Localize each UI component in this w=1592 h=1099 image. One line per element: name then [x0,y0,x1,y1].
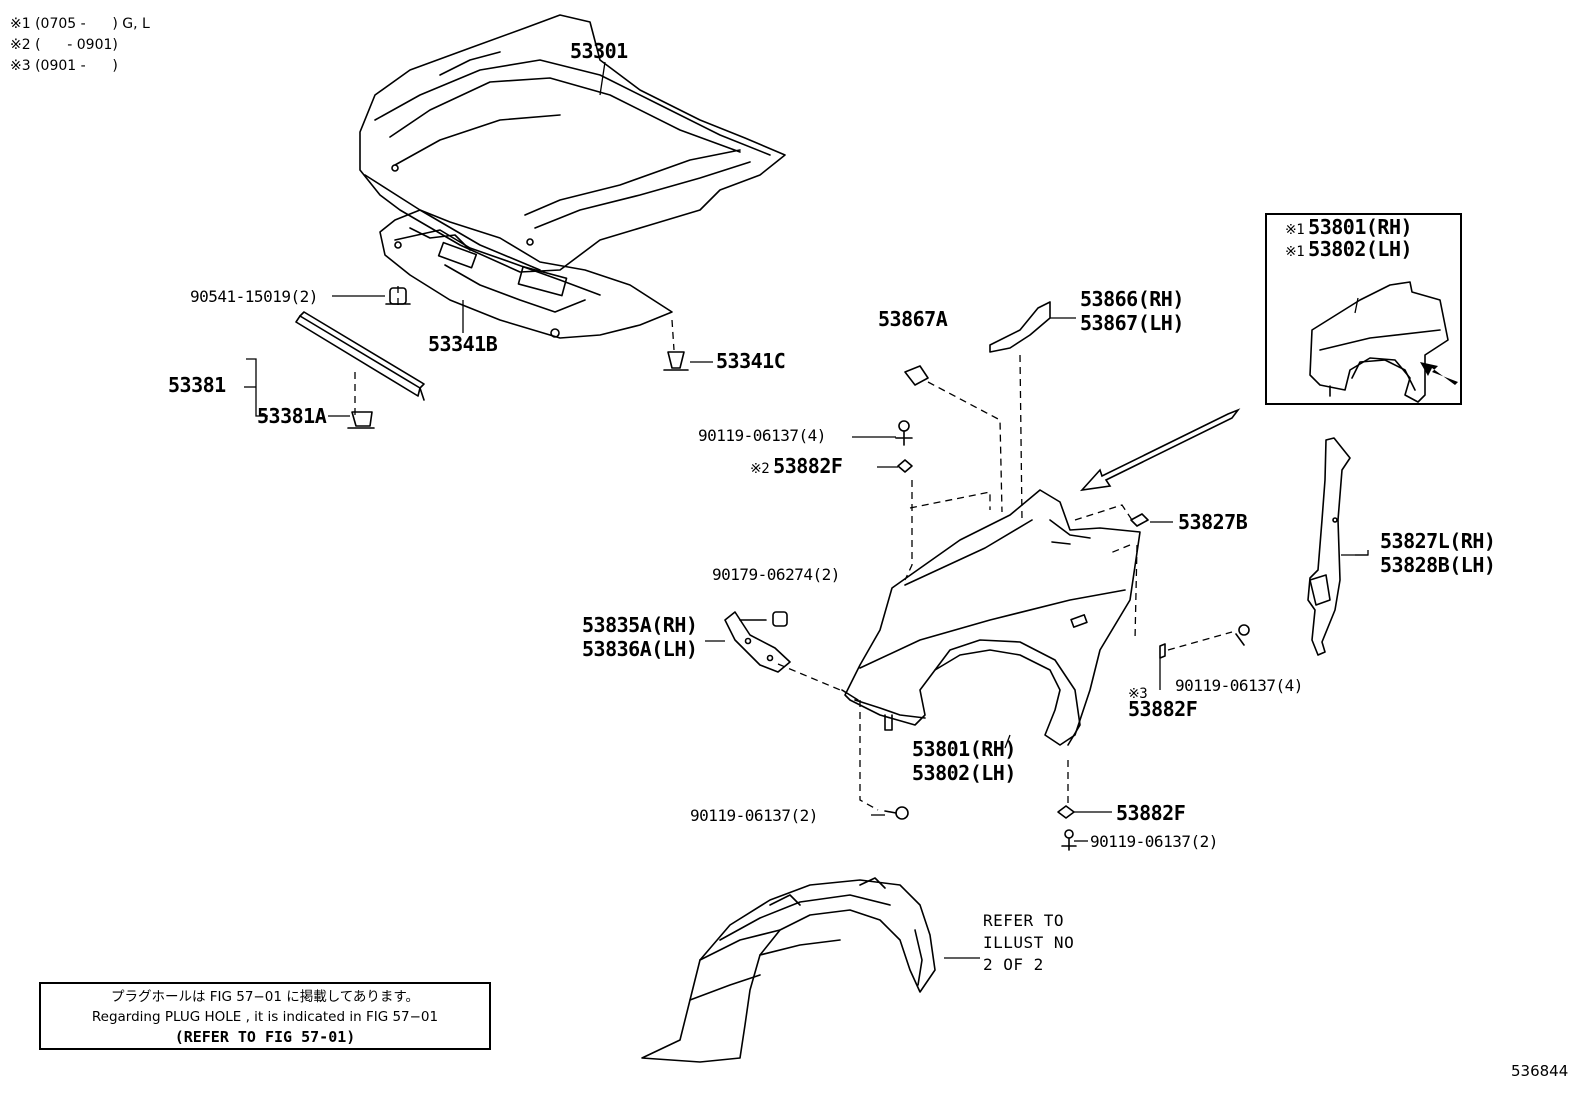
label-90179-06274[interactable]: 90179-06274(2) [712,565,840,584]
clip-53381A [347,411,375,429]
seal-53827L [1307,437,1351,656]
bracket-53866 [989,301,1051,353]
label-53836A-LH[interactable]: 53836A(LH) [582,637,698,661]
mark-1: ※1 [1285,222,1305,238]
refer-line: REFER TO [983,911,1065,930]
label-53882F-bottom[interactable]: 53882F [1116,801,1186,825]
plate-53882F-top [897,459,913,473]
hood-53301 [359,14,786,273]
label-53882F-right-code[interactable]: 53882F [1128,697,1198,721]
pad-53827B [1130,513,1149,527]
nut-90179 [739,611,788,627]
label-53341C[interactable]: 53341C [716,349,786,373]
label-53341B[interactable]: 53341B [428,332,498,356]
refer-illust-note: REFER TO ILLUST NO 2 OF 2 [983,910,1074,976]
clip-53341C [663,351,689,371]
note-ref-link[interactable]: (REFER TO FIG 57-01) [174,1028,356,1046]
label-53827L-RH[interactable]: 53827L(RH) [1380,529,1496,553]
legend-item: ※2 ( - 0901) [10,37,118,53]
label-53381[interactable]: 53381 [168,373,226,397]
hood-insulator-53341B [379,209,673,339]
bolt-90119-top [895,420,913,446]
plate-53882F-bottom [1057,805,1075,819]
bolt-90119-bottom-left [884,806,909,820]
leader-lines [244,61,1369,959]
arrow-inset [1420,362,1458,385]
plug-hole-note: プラグホールは FIG 57−01 に掲載してあります。 Regarding P… [39,982,491,1050]
legend-item: ※3 (0901 - ) [10,58,118,74]
label-53866-RH[interactable]: 53866(RH) [1080,287,1184,311]
label-90119-06137-top[interactable]: 90119-06137(4) [698,426,826,445]
label-53867-LH[interactable]: 53867(LH) [1080,311,1184,335]
plate-53882F-right [1159,643,1166,659]
label-90119-06137-bottom-left[interactable]: 90119-06137(2) [690,806,818,825]
bolt-90119-right [1235,624,1250,646]
bolt-90119-bottom-right [1061,829,1077,851]
label-53882F-right[interactable]: ※3 [1128,680,1151,705]
legend-item: ※1 (0705 - ) G, L [10,16,150,32]
dashed-lines [354,286,1233,811]
figure-id: 536844 [1511,1062,1569,1080]
arrow-big [1079,408,1241,492]
clip-53867A [904,365,929,386]
mark-2: ※2 [750,461,770,477]
label-53835A-RH[interactable]: 53835A(RH) [582,613,698,637]
label-90541-15019[interactable]: 90541-15019(2) [190,287,318,306]
label-53828B-LH[interactable]: 53828B(LH) [1380,553,1496,577]
label-53827B[interactable]: 53827B [1178,510,1248,534]
label-53381A[interactable]: 53381A [257,404,327,428]
label-53301[interactable]: 53301 [570,39,628,63]
fender-liner [641,877,936,1063]
bracket-53835A [724,611,791,673]
label-90119-06137-bottom-right[interactable]: 90119-06137(2) [1090,832,1218,851]
mark-3: ※3 [1128,686,1148,702]
legend: ※1 (0705 - ) G, L ※2 ( - 0901) ※3 (0901 … [10,14,150,77]
label-53867A[interactable]: 53867A [878,307,948,331]
label-53802-LH[interactable]: 53802(LH) [912,761,1016,785]
inset-box [1265,213,1462,405]
refer-line: 2 OF 2 [983,955,1044,974]
note-en: Regarding PLUG HOLE , it is indicated in… [91,1009,439,1025]
inset-fender [1309,281,1449,403]
label-53801-RH[interactable]: 53801(RH) [912,737,1016,761]
mark-1: ※1 [1285,244,1305,260]
refer-line: ILLUST NO [983,933,1075,952]
fender-53801 [841,489,1141,746]
label-90119-06137-right[interactable]: 90119-06137(4) [1175,676,1303,695]
seal-53381 [295,311,425,401]
note-jp: プラグホールは FIG 57−01 に掲載してあります。 [110,989,420,1005]
